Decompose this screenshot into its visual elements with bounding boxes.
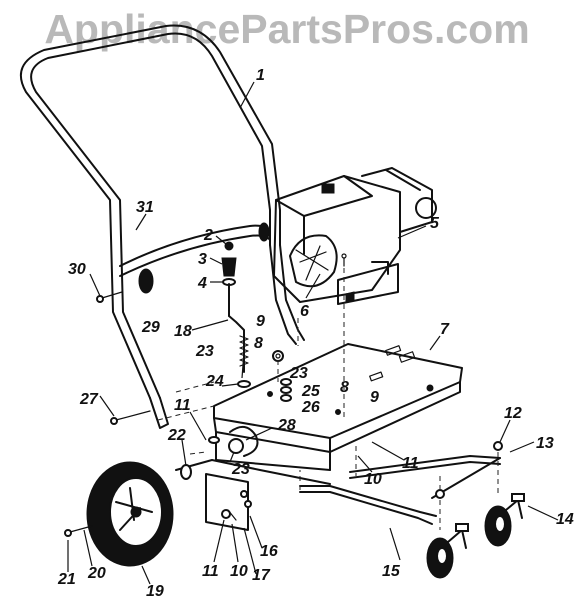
callout-8-upper: 8 xyxy=(254,335,263,352)
callout-20: 20 xyxy=(87,565,106,582)
grip-knob-right xyxy=(258,222,270,242)
callout-28: 28 xyxy=(277,417,296,434)
callout-23-lower: 23 xyxy=(231,461,250,478)
control-lever-assembly xyxy=(221,241,251,388)
caster-wheel-rear xyxy=(484,493,525,547)
callout-15: 15 xyxy=(382,563,401,580)
callout-19: 19 xyxy=(146,583,164,600)
rear-wheel xyxy=(86,461,192,567)
wheel-bolt xyxy=(64,525,93,537)
engine xyxy=(273,167,437,305)
callout-23-right: 23 xyxy=(289,365,308,382)
callout-25: 25 xyxy=(301,383,321,400)
callout-1: 1 xyxy=(256,67,265,84)
callout-14: 14 xyxy=(556,511,574,528)
callout-16: 16 xyxy=(260,543,278,560)
callout-24: 24 xyxy=(205,373,224,390)
callout-27: 27 xyxy=(79,391,99,408)
nut-8 xyxy=(272,350,284,362)
callout-18: 18 xyxy=(174,323,192,340)
callout-7: 7 xyxy=(440,321,450,338)
callout-30: 30 xyxy=(68,261,86,278)
callout-9-upper: 9 xyxy=(256,313,265,330)
handle-assembly xyxy=(20,24,305,429)
callout-21: 21 xyxy=(57,571,76,588)
crossbar xyxy=(119,224,271,267)
callout-9-lower: 9 xyxy=(370,389,379,406)
washer-stack xyxy=(280,378,292,402)
callout-26: 26 xyxy=(301,399,320,416)
bolt-27 xyxy=(110,410,151,425)
axle-assembly xyxy=(175,425,331,531)
leader-lines xyxy=(67,81,559,585)
callout-23-upper: 23 xyxy=(195,343,214,360)
callout-labels: 1 2 3 4 5 6 7 8 8 9 9 10 10 11 11 11 12 … xyxy=(57,67,574,600)
bolt-30 xyxy=(96,291,123,303)
callout-31: 31 xyxy=(136,199,154,216)
callout-4: 4 xyxy=(197,275,207,292)
hidden-lines xyxy=(157,268,499,530)
callout-12: 12 xyxy=(504,405,522,422)
callout-29: 29 xyxy=(141,319,160,336)
callout-11-left: 11 xyxy=(174,397,191,414)
callout-17: 17 xyxy=(252,567,271,584)
callout-3: 3 xyxy=(198,251,207,268)
caster-bar xyxy=(299,441,503,525)
callout-13: 13 xyxy=(536,435,554,452)
bolt-16 xyxy=(227,500,252,521)
callout-8-lower: 8 xyxy=(340,379,349,396)
callout-10-bottom: 10 xyxy=(230,563,248,580)
deck-plate xyxy=(213,343,463,471)
watermark-logo: AppliancePartsPros.com xyxy=(44,6,529,52)
grip-knob xyxy=(138,268,154,294)
callout-2: 2 xyxy=(203,227,213,244)
callout-22: 22 xyxy=(167,427,186,444)
callout-6: 6 xyxy=(300,303,309,320)
callout-11-bottom: 11 xyxy=(202,563,219,580)
callout-10-right: 10 xyxy=(364,471,382,488)
callout-11-right: 11 xyxy=(402,455,419,472)
caster-wheel-front xyxy=(426,523,469,579)
callout-5: 5 xyxy=(430,215,440,232)
